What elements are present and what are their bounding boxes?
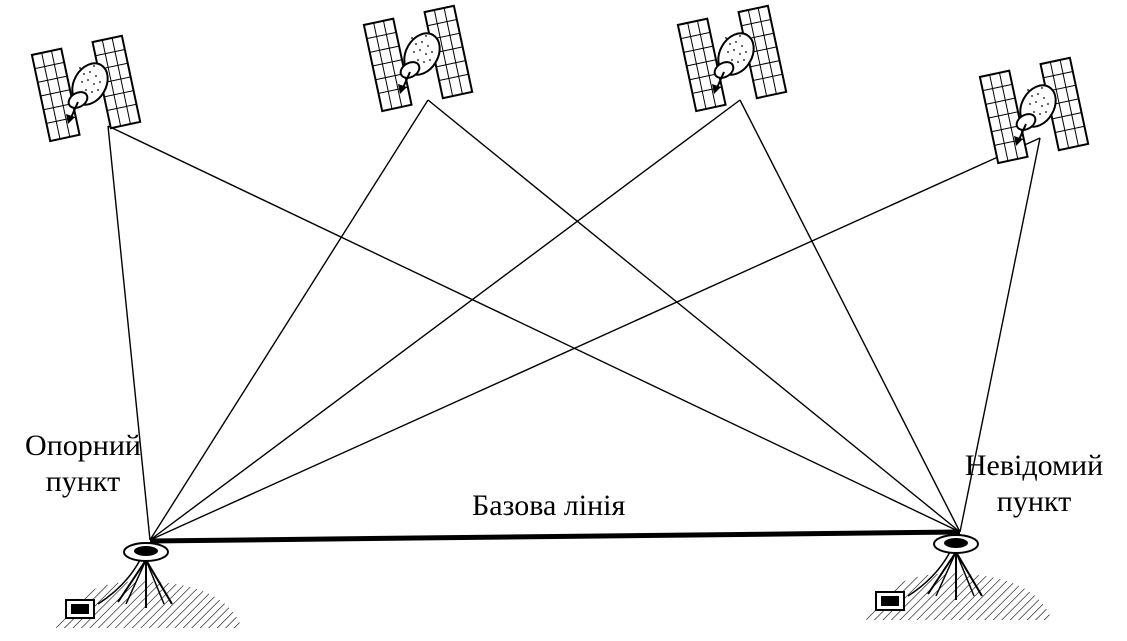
unknown-station bbox=[865, 534, 1053, 621]
satellite-icon bbox=[676, 4, 788, 113]
signal-line-sat4-ref bbox=[149, 137, 1041, 541]
satellite-icon bbox=[362, 4, 474, 113]
reference-point-label-line1: Опорний bbox=[25, 429, 141, 462]
unknown-point-label-line2: пункт bbox=[996, 485, 1072, 518]
satellite-icon bbox=[30, 34, 142, 143]
signal-line-sat4-unk bbox=[959, 137, 1041, 533]
signal-line-sat2-ref bbox=[149, 99, 429, 541]
signal-line-sat1-unk bbox=[107, 125, 961, 533]
satellite-icon bbox=[978, 56, 1090, 165]
signal-line-sat1-ref bbox=[107, 125, 151, 541]
unknown-point-label: Невідомий пункт bbox=[946, 448, 1122, 520]
reference-point-label: Опорний пункт bbox=[8, 428, 158, 500]
signal-line-sat3-ref bbox=[149, 99, 741, 541]
unknown-point-label-line1: Невідомий bbox=[964, 449, 1104, 482]
baseline-label: Базова лінія bbox=[472, 489, 626, 522]
signal-line-sat2-unk bbox=[427, 99, 961, 533]
signal-lines bbox=[107, 99, 1041, 541]
reference-point-label-line2: пункт bbox=[45, 465, 121, 498]
reference-station bbox=[55, 542, 243, 629]
baseline-line bbox=[149, 529, 961, 544]
signal-line-sat3-unk bbox=[739, 99, 961, 533]
